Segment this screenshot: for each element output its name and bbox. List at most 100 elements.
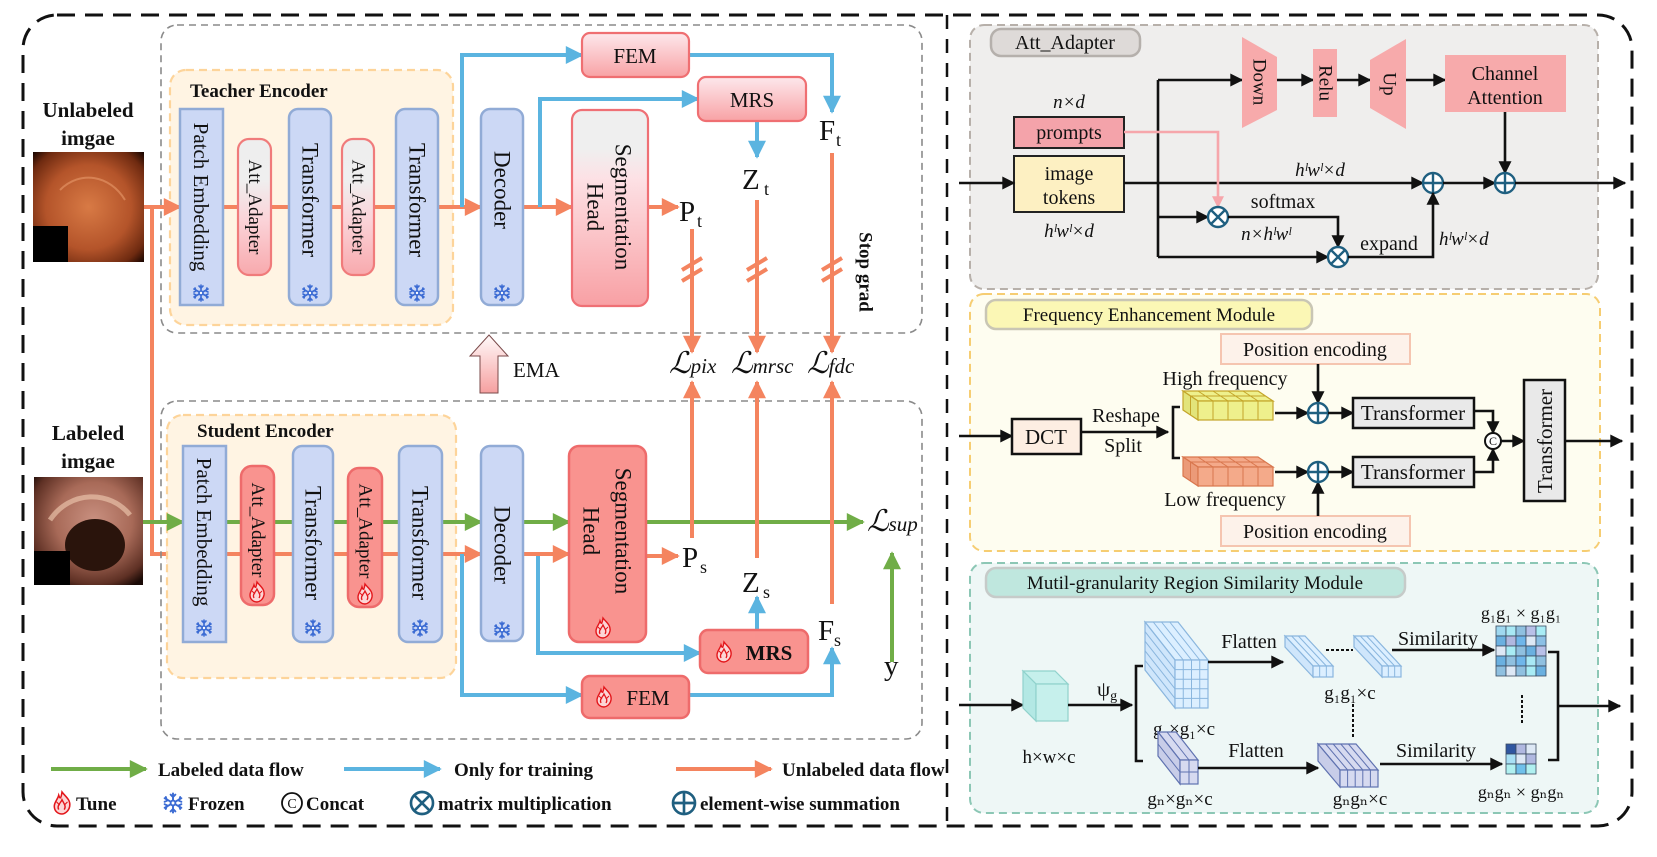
teacher-segmentation-head (570, 108, 650, 308)
arrow-teacher-to-fem (460, 46, 584, 207)
legend-concat-label: Concat (306, 794, 365, 815)
transformer-low-box (1351, 455, 1476, 489)
mrs-module: Mutil-granularity Region Similarity Modu… (959, 562, 1622, 814)
legend-sum-label: element-wise summation (700, 794, 900, 815)
transformer-high-box (1351, 396, 1476, 430)
grid-line (1359, 635, 1389, 667)
teacher-att-adapter-1-label: Att_Adapter (244, 160, 265, 256)
concat-icon: C (1484, 432, 1502, 450)
transformer-low-label: Transformer (1361, 460, 1465, 484)
arrow-teacher-fem-to-ft (689, 53, 841, 114)
transformer-fuse-box (1522, 378, 1567, 503)
student-att-adapter-2-label: Att_Adapter (355, 484, 376, 580)
matrix-cell (1505, 625, 1517, 637)
expand-label: expand (1360, 233, 1418, 255)
legend-frozen-label: Frozen (188, 794, 245, 815)
student-pred-p-sub: s (700, 557, 707, 577)
teacher-feat-z-sub: t (764, 179, 769, 199)
matrix-cell (1505, 655, 1517, 667)
image-tokens-dim: hˡwˡ×d (1044, 221, 1094, 242)
att-adapter-title-pill (989, 27, 1142, 58)
element-wise-summation-icon (1306, 401, 1330, 425)
stop-grad-mark (680, 256, 704, 283)
reshape-label: Reshape (1092, 405, 1160, 427)
grid-line (1144, 650, 1176, 690)
matrix-cell (1535, 635, 1547, 647)
main-path-dim: hˡwˡ×d (1295, 160, 1345, 181)
matrix-cell (1515, 655, 1527, 667)
student-feat-f-sub: s (834, 630, 841, 650)
student-feat-z: Z (742, 567, 760, 599)
coarse-token-bar (1283, 634, 1335, 679)
matrix-cell (1505, 763, 1517, 775)
grid-line (1366, 635, 1396, 667)
unlabeled-image-title: Unlabeled (42, 98, 133, 122)
legend: Labeled data flow Only for training Unla… (51, 760, 945, 816)
transformer-high-label: Transformer (1361, 401, 1465, 425)
stop-grad-label: Stop grad (855, 232, 876, 312)
cuboid-front-face (1197, 466, 1274, 487)
coarse-tokens-dim: g₁g₁×c (1324, 683, 1375, 704)
coarse-region-grid (1143, 620, 1210, 710)
channel-attention-label-1: Channel (1472, 63, 1539, 85)
channel-attention-block (1445, 55, 1566, 112)
teacher-pred-p: P (679, 196, 695, 228)
concat-icon: C (281, 792, 303, 814)
matrix-cell (1495, 645, 1507, 657)
ema-label: EMA (513, 358, 561, 382)
teacher-container (160, 24, 923, 334)
teacher-mrs (696, 75, 808, 123)
teacher-transformer-2-label: Transformer (405, 143, 430, 257)
student-container (160, 400, 923, 740)
teacher-feat-f-sub: t (836, 130, 841, 150)
split-bracket (1171, 405, 1180, 460)
outer-frame (21, 13, 1634, 828)
student-transformer-2-label: Transformer (408, 486, 433, 600)
loss-fdc: ℒfdc (807, 346, 855, 381)
student-transformer-1-label: Transformer (301, 486, 326, 600)
coarse-matrix-dim: g₁g₁ × g₁g₁ (1481, 603, 1561, 623)
grid-line (1161, 621, 1192, 661)
svg-text:C: C (1489, 434, 1497, 448)
relu-label: Relu (1315, 65, 1336, 101)
grid-line (1157, 743, 1181, 773)
labeled-image-title-2: imgae (61, 449, 115, 473)
matrix-cell (1535, 625, 1547, 637)
high-frequency-label: High frequency (1163, 368, 1288, 390)
dct-label: DCT (1025, 425, 1067, 449)
arrow-student-fem-to-fs (689, 646, 841, 697)
cuboid-front-face (1197, 400, 1274, 421)
element-wise-summation-icon (671, 790, 697, 816)
cuboid-front-face (1381, 665, 1402, 678)
high-frequency-tokens (1181, 389, 1275, 422)
matrix-cell (1505, 753, 1517, 765)
cuboid-front-face (1035, 683, 1069, 722)
matrix-cell (1535, 655, 1547, 667)
legend-tune-label: Tune (76, 794, 117, 815)
loss-sup: ℒsup (867, 504, 918, 539)
grid-line (1152, 621, 1184, 661)
matrix-cell (1525, 625, 1537, 637)
grid-line (1169, 621, 1201, 661)
student-pred-p: P (682, 542, 698, 574)
matrix-cell (1525, 645, 1537, 657)
psi-g-label: ψg (1097, 677, 1117, 704)
matrix-cell (1525, 743, 1537, 755)
teacher-transformer-1 (287, 107, 333, 307)
dct-box (1010, 417, 1083, 456)
element-wise-summation-icon (1421, 171, 1445, 195)
student-feat-z-sub: s (763, 582, 770, 602)
matrix-cell (1535, 645, 1547, 657)
grid-line (1291, 635, 1321, 667)
coarse-similarity-label: Similarity (1398, 628, 1478, 650)
transformer-fuse-label: Transformer (1533, 389, 1557, 493)
matrix-cell (1525, 665, 1537, 677)
grid-line (1340, 743, 1364, 771)
matrix-cell (1505, 645, 1517, 657)
matrix-cell (1515, 665, 1527, 677)
loss-pix: ℒpix (669, 346, 717, 381)
grid-line (1144, 660, 1176, 699)
prompts-box (1013, 116, 1125, 149)
teacher-mrs-label: MRS (730, 88, 774, 112)
